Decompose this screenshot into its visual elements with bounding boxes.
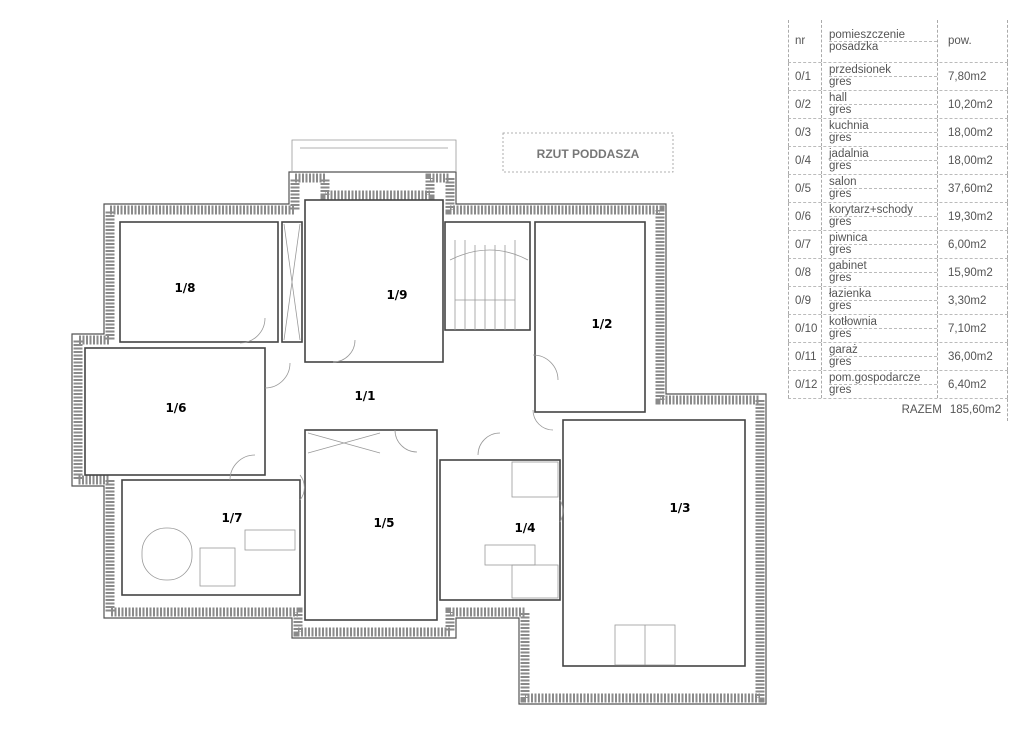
cell-nr: 0/9	[788, 287, 822, 314]
cell-floor: gres	[829, 104, 852, 116]
room-label: 1/6	[165, 401, 186, 415]
cell-nr: 0/7	[788, 231, 822, 258]
cell-room: korytarz+schody	[829, 204, 937, 217]
cell-nr: 0/2	[788, 91, 822, 118]
room-1-4	[439, 459, 561, 601]
header-floor: posadzka	[829, 40, 879, 53]
cell-nr: 0/11	[788, 343, 822, 370]
cell-room: garaż	[829, 344, 937, 357]
room-1-9	[304, 199, 444, 363]
cell-nr: 0/6	[788, 203, 822, 230]
cell-area: 18,00m2	[938, 119, 1008, 146]
cell-nr: 0/1	[788, 63, 822, 90]
plan-title: RZUT PODDASZA	[537, 147, 640, 161]
bathtub	[141, 527, 193, 581]
cell-area: 6,00m2	[938, 231, 1008, 258]
cell-area: 18,00m2	[938, 147, 1008, 174]
cell-floor: gres	[829, 132, 852, 144]
cell-nr: 0/12	[788, 371, 822, 398]
room-1-3	[562, 419, 746, 667]
cell-area: 10,20m2	[938, 91, 1008, 118]
cell-room: kotłownia	[829, 316, 937, 329]
table-total: RAZEM 185,60m2	[788, 399, 1008, 421]
room-label: 1/4	[514, 521, 535, 535]
cell-area: 7,10m2	[938, 315, 1008, 342]
cell-floor: gres	[829, 76, 852, 88]
cell-area: 19,30m2	[938, 203, 1008, 230]
cell-floor: gres	[829, 384, 852, 396]
room-label: 1/9	[386, 288, 407, 302]
total-label: RAZEM	[901, 404, 942, 416]
cell-floor: gres	[829, 244, 852, 256]
cell-area: 6,40m2	[938, 371, 1008, 398]
room-1-8	[119, 221, 279, 343]
outer-wall-line	[71, 171, 767, 705]
cell-floor: gres	[829, 272, 852, 284]
room-label: 1/8	[174, 281, 195, 295]
cell-area: 15,90m2	[938, 259, 1008, 286]
cell-room: przedsionek	[829, 64, 937, 77]
shaft	[281, 221, 303, 343]
room-1-6	[84, 347, 266, 476]
cell-floor: gres	[829, 216, 852, 228]
room-1-5	[304, 429, 438, 621]
cell-floor: gres	[829, 160, 852, 172]
cell-nr: 0/5	[788, 175, 822, 202]
cell-area: 37,60m2	[938, 175, 1008, 202]
header-nr: nr	[788, 20, 822, 62]
cell-area: 7,80m2	[938, 63, 1008, 90]
door-arcs	[229, 317, 564, 523]
cell-floor: gres	[829, 300, 852, 312]
cell-room: kuchnia	[829, 120, 937, 133]
header-room: pomieszczenie	[829, 29, 937, 42]
room-label: 1/1	[354, 389, 375, 403]
room-label: 1/5	[373, 516, 394, 530]
cell-nr: 0/8	[788, 259, 822, 286]
cell-nr: 0/10	[788, 315, 822, 342]
outer-wall	[73, 173, 765, 703]
cell-nr: 0/4	[788, 147, 822, 174]
cell-nr: 0/3	[788, 119, 822, 146]
room-label: 1/7	[221, 511, 242, 525]
cell-room: hall	[829, 92, 937, 105]
cell-area: 36,00m2	[938, 343, 1008, 370]
cell-room: pom.gospodarcze	[829, 372, 937, 385]
room-label: 1/2	[591, 317, 612, 331]
room-1-7	[121, 479, 301, 596]
cell-area: 3,30m2	[938, 287, 1008, 314]
cell-floor: gres	[829, 356, 852, 368]
cell-floor: gres	[829, 328, 852, 340]
cell-room: salon	[829, 176, 937, 189]
cell-floor: gres	[829, 188, 852, 200]
title-box	[502, 132, 674, 173]
cell-room: piwnica	[829, 232, 937, 245]
balcony	[291, 139, 457, 172]
room-1-2	[534, 221, 646, 413]
cell-room: jadalnia	[829, 148, 937, 161]
stairs-steps	[449, 240, 529, 330]
header-area: pow.	[938, 20, 1008, 62]
cell-room: łazienka	[829, 288, 937, 301]
room-label: 1/3	[669, 501, 690, 515]
cell-room: gabinet	[829, 260, 937, 273]
stairs	[444, 221, 531, 331]
total-value: 185,60m2	[949, 404, 1001, 416]
